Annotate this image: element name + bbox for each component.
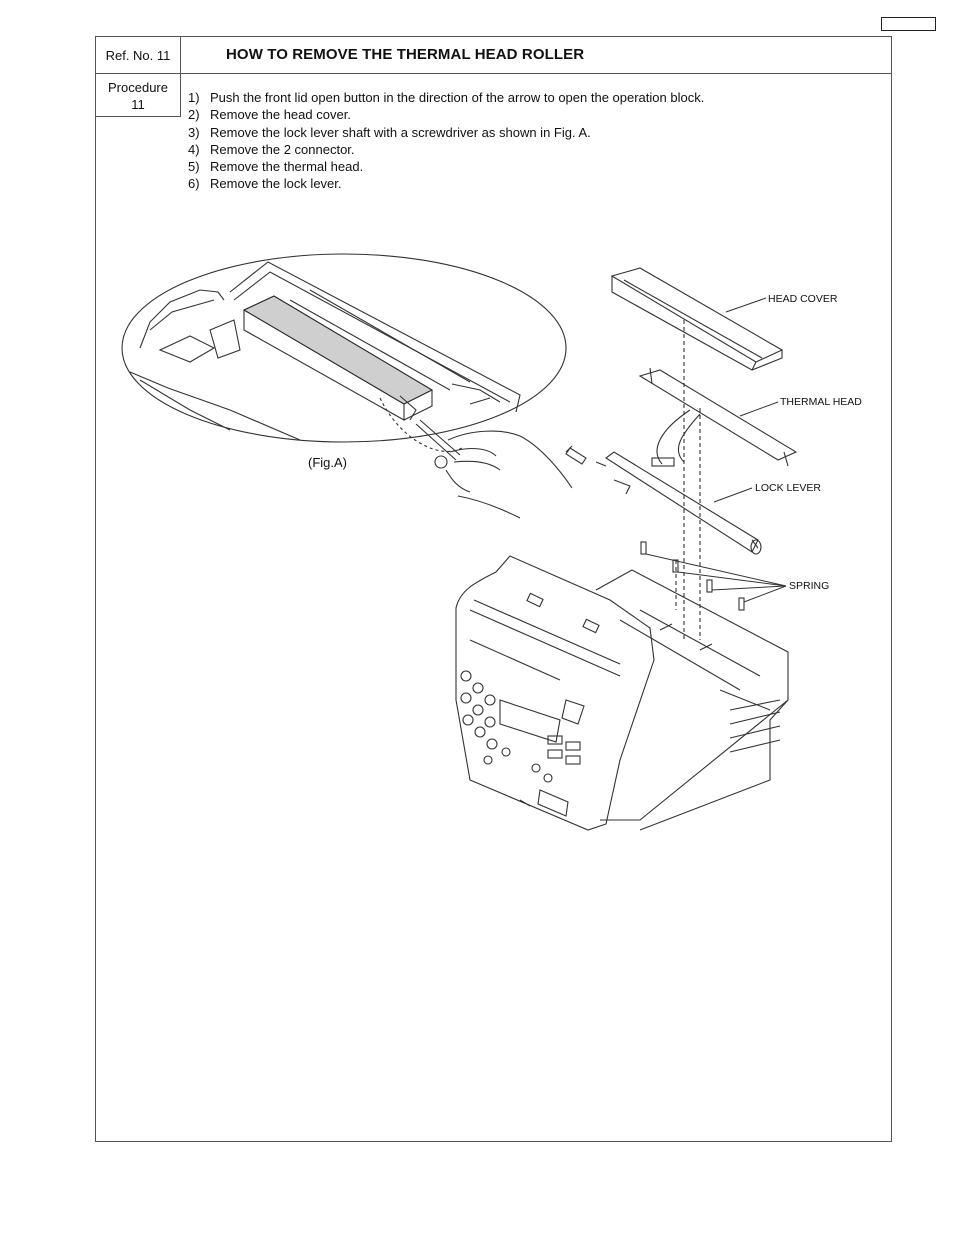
spring-parts	[640, 541, 745, 611]
operation-block	[455, 555, 655, 831]
fig-a-zoom-ellipse	[121, 253, 567, 443]
step-number: 6)	[188, 176, 200, 192]
step-text: Remove the head cover.	[210, 107, 351, 123]
fig-a-unit-drawing	[129, 261, 521, 441]
fig-a-label: (Fig.A)	[308, 455, 347, 470]
step-item: 5) Remove the thermal head.	[188, 158, 704, 175]
step-text: Remove the lock lever.	[210, 176, 342, 192]
procedure-frame: Ref. No. 11 HOW TO REMOVE THE THERMAL HE…	[95, 36, 892, 1142]
step-item: 4) Remove the 2 connector.	[188, 141, 704, 158]
head-cover-label: HEAD COVER	[768, 293, 838, 305]
procedure-number: 11	[131, 97, 145, 112]
procedure-label: Procedure	[108, 80, 168, 95]
step-text: Remove the thermal head.	[210, 159, 364, 175]
spring-leader-c	[711, 585, 787, 591]
header-divider	[96, 73, 891, 74]
lock-lever-part	[595, 451, 762, 555]
thermal-head-label: THERMAL HEAD	[780, 396, 862, 408]
step-text: Remove the lock lever shaft with a screw…	[210, 124, 591, 140]
lock-lever-label: LOCK LEVER	[755, 482, 821, 494]
fax-base-unit	[595, 569, 789, 831]
step-item: 1) Push the front lid open button in the …	[188, 89, 704, 106]
step-item: 6) Remove the lock lever.	[188, 175, 704, 192]
step-number: 2)	[188, 107, 200, 123]
step-number: 4)	[188, 141, 200, 157]
spring-leader-a	[645, 553, 787, 587]
ref-number: Ref. No. 11	[96, 37, 181, 73]
step-number: 3)	[188, 124, 200, 140]
step-number: 1)	[188, 90, 200, 105]
spring-leader-b	[677, 571, 787, 587]
step-list: 1) Push the front lid open button in the …	[188, 89, 704, 193]
step-item: 3) Remove the lock lever shaft with a scr…	[188, 124, 704, 141]
procedure-cell: Procedure 11	[96, 73, 181, 117]
step-number: 5)	[188, 159, 200, 175]
spring-leader-d	[743, 585, 787, 603]
step-item: 2) Remove the head cover.	[188, 106, 704, 123]
screw-part	[565, 445, 587, 465]
spring-label: SPRING	[789, 580, 829, 592]
page-title: HOW TO REMOVE THE THERMAL HEAD ROLLER	[226, 46, 585, 63]
thermal-head-part	[638, 367, 798, 467]
thermal-head-leader	[739, 401, 779, 417]
hand-screwdriver-drawing	[415, 419, 573, 519]
page-corner-box	[881, 17, 936, 31]
step-text: Remove the 2 connector.	[210, 141, 355, 157]
head-cover-leader	[725, 297, 767, 313]
lock-lever-leader	[713, 487, 753, 503]
head-cover-part	[610, 267, 784, 371]
step-text: Push the front lid open button in the di…	[210, 90, 705, 105]
